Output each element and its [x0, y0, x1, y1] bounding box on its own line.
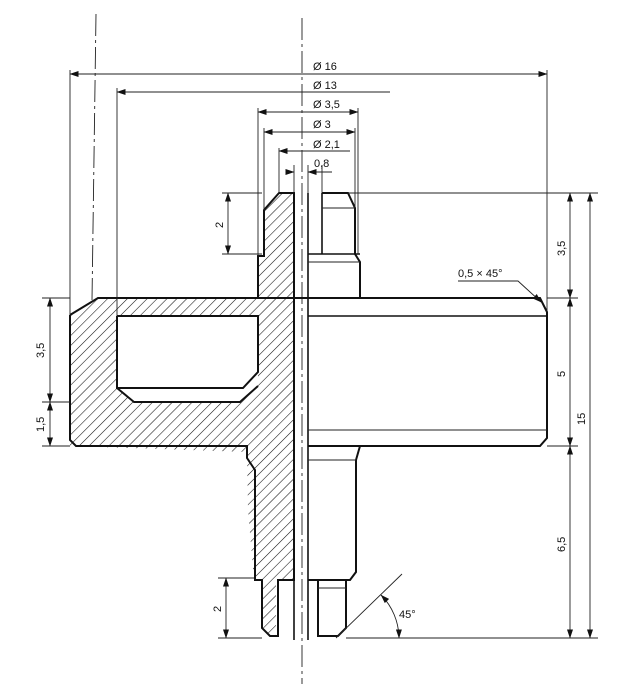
right-flange [258, 297, 548, 447]
flange-centerline [91, 13, 97, 301]
chamfer-leader [458, 280, 542, 303]
hatched-section [70, 193, 294, 636]
label-d21: Ø 2,1 [313, 139, 340, 151]
label-h15-left: 1,5 [35, 417, 47, 432]
label-h5-right: 5 [556, 371, 568, 377]
right-hub-top [322, 192, 361, 298]
angle-arc [380, 594, 402, 639]
label-w08: 0,8 [314, 158, 329, 170]
label-d16: Ø 16 [313, 61, 337, 73]
label-h65-right: 6,5 [556, 537, 568, 552]
label-h35-left: 3,5 [35, 343, 47, 358]
label-d35: Ø 3,5 [313, 99, 340, 111]
label-h2-bottom: 2 [212, 606, 224, 612]
flange-cavity [117, 316, 258, 396]
right-hub-bottom [308, 445, 361, 581]
label-h15-total: 15 [576, 413, 588, 425]
label-angle: 45° [399, 609, 416, 621]
label-d3: Ø 3 [313, 119, 331, 131]
label-h35-right: 3,5 [556, 241, 568, 256]
cavity-outline [116, 315, 259, 389]
label-d13: Ø 13 [313, 80, 337, 92]
label-h2-top: 2 [214, 222, 226, 228]
label-chamfer: 0,5 × 45° [458, 268, 502, 280]
